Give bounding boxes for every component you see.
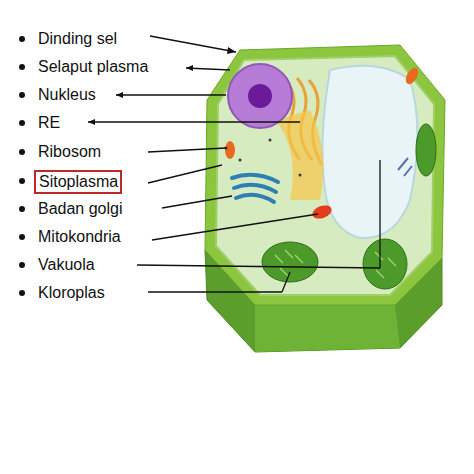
highlight-box: Sitoplasma	[34, 170, 122, 194]
part-label: Sitoplasma	[39, 173, 120, 191]
part-label: Selaput plasma	[38, 58, 148, 76]
part-label: Dinding sel	[38, 30, 117, 48]
bullets	[19, 36, 25, 296]
part-label: Badan golgi	[38, 200, 123, 218]
part-label: Ribosom	[38, 143, 101, 161]
part-label: RE	[38, 114, 60, 132]
part-label: Vakuola	[38, 256, 95, 274]
part-label: Kloroplas	[38, 284, 105, 302]
part-label: Mitokondria	[38, 228, 121, 246]
part-label: Nukleus	[38, 86, 96, 104]
